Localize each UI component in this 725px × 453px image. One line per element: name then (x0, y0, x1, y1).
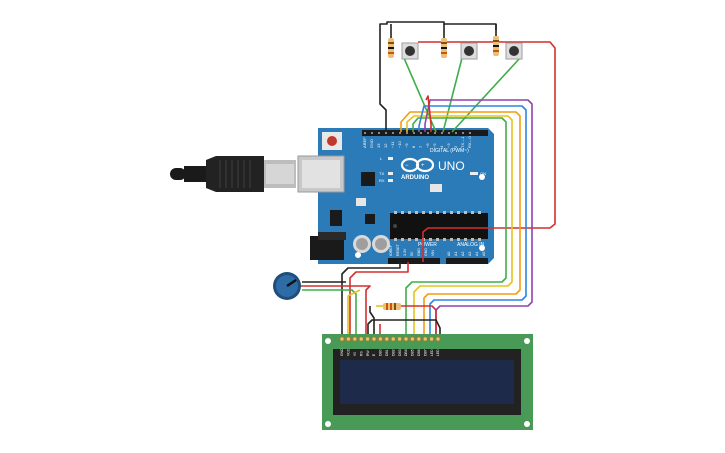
svg-text:−: − (405, 163, 409, 169)
analog-pin-label: A1 (454, 252, 458, 256)
lcd-pin-label: DB4 (404, 349, 408, 356)
lcd-pin (345, 336, 352, 342)
digital-pin-label: ~11 (390, 141, 395, 148)
lcd-screen (340, 360, 514, 404)
analog-header-label: ANALOG IN (457, 242, 485, 248)
power-pin-label: GND (424, 248, 428, 256)
lcd-pin (428, 336, 435, 342)
arduino-infinity-logo (400, 157, 435, 173)
digital-pin-label: 7 (418, 145, 423, 148)
digital-pin-label: 2 (453, 145, 458, 148)
backlight-resistor (383, 303, 401, 310)
lcd-pin (409, 336, 416, 342)
digital-header-label: DIGITAL (PWM~) (430, 148, 469, 154)
lcd-pin (364, 336, 371, 342)
digital-pin-label: RX←0 (467, 135, 472, 148)
wires (300, 21, 556, 336)
digital-pin-label: 12 (383, 143, 388, 148)
lcd-pin-label: DB5 (411, 349, 415, 356)
led-label-l: L (380, 156, 383, 161)
lcd-pin-label: GND (340, 348, 344, 356)
lcd-pin-label: RS (359, 351, 363, 356)
lcd-pin (403, 336, 409, 342)
pushbutton-group (388, 36, 523, 60)
lcd-pin-label: DB7 (423, 349, 427, 356)
arduino-model-label: UNO (438, 159, 465, 173)
digital-pin-label: 8 (411, 145, 416, 148)
lcd-pin-label: LED (436, 349, 440, 356)
svg-text:+: + (421, 163, 425, 169)
digital-pin-label: ~10 (397, 140, 402, 148)
lcd-pin (384, 336, 390, 342)
lcd-pin (371, 336, 377, 342)
digital-pin-label: GND (369, 139, 374, 148)
led-label-rx: RX (379, 178, 385, 183)
lcd-pin-label: DB2 (391, 349, 395, 356)
lcd-pin-label: V0 (353, 352, 357, 356)
analog-pin-label: A2 (461, 252, 465, 256)
power-pin-label: VIN (431, 250, 435, 256)
power-pin-label: RESET (396, 243, 400, 256)
analog-pin-label: A3 (468, 252, 472, 256)
potentiometer (273, 272, 301, 300)
digital-pin-label: ~5 (432, 143, 437, 148)
power-pin-label: IOREF (389, 244, 393, 256)
lcd-pin-label: LED (430, 349, 434, 356)
lcd-pin (390, 336, 396, 342)
lcd-pin-label: RW (366, 350, 370, 356)
on-label: ON (480, 171, 486, 176)
power-pin-label: 5V (410, 251, 414, 256)
lcd-pin-label: DB0 (379, 349, 383, 356)
digital-pin-label: 13 (376, 143, 381, 148)
digital-pin-label: TX→1 (460, 136, 465, 148)
lcd-pin (416, 336, 422, 342)
analog-pin-label: A5 (482, 252, 486, 256)
wire-gnd-top (379, 21, 497, 132)
lcd-pin (358, 336, 364, 342)
arduino-brand-label: ARDUINO (401, 175, 429, 181)
digital-pin-label: ~6 (425, 143, 430, 148)
digital-pin-label: ~9 (404, 143, 409, 148)
lcd-pin-label: DB3 (398, 349, 402, 356)
pushbutton-1 (401, 42, 419, 60)
lcd-pin (422, 336, 428, 342)
digital-pin-label: ~3 (446, 143, 451, 148)
lcd-pin (396, 336, 403, 342)
lcd-pin (352, 336, 358, 342)
lcd-pin (435, 336, 441, 342)
wire-5v-loop (418, 41, 556, 262)
lcd-pin-label: DB1 (385, 349, 389, 356)
led-label-tx: TX (379, 171, 384, 176)
lcd-pin (339, 336, 345, 342)
lcd-pin-label: DB6 (417, 349, 421, 356)
power-header-label: POWER (418, 242, 437, 248)
lcd-pin-label: VCC (347, 348, 351, 356)
pushbutton-3 (505, 42, 523, 60)
analog-pin-label: A0 (447, 252, 451, 256)
power-pin-label: GND (417, 248, 421, 256)
lcd-pin-row (339, 336, 441, 342)
pulldown-resistor-2 (441, 38, 447, 58)
pulldown-resistor-1 (388, 38, 394, 58)
lcd-pin-label: E (372, 353, 376, 356)
digital-pin-label: AREF (362, 137, 367, 148)
digital-pin-label: 4 (439, 145, 444, 148)
usb-cable (170, 156, 296, 192)
pulldown-resistor-3 (493, 36, 499, 56)
analog-pin-label: A4 (475, 252, 479, 256)
lcd-pin (377, 336, 384, 342)
pushbutton-2 (460, 42, 478, 60)
power-pin-label: 3.3V (403, 248, 407, 256)
